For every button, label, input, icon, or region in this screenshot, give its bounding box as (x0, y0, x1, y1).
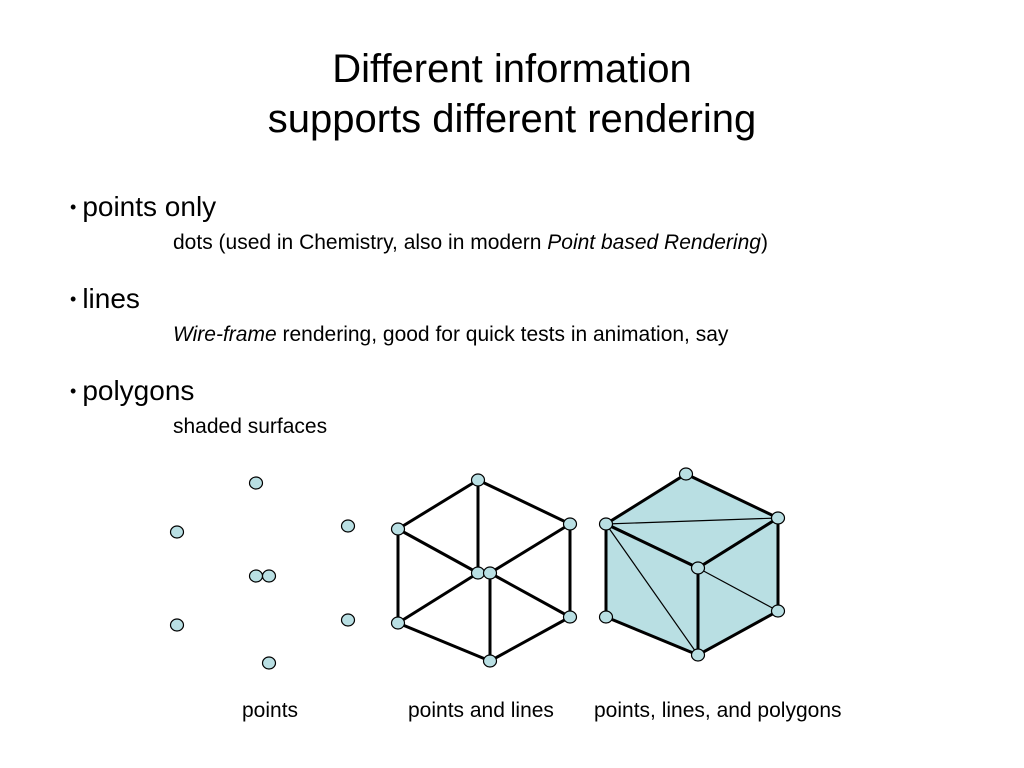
edge (397, 527, 479, 575)
bullet-marker: • (70, 381, 77, 401)
detail-italic: Point based Rendering (547, 231, 761, 254)
edge (397, 571, 479, 625)
edge (489, 615, 571, 663)
slide-title: Different information supports different… (0, 44, 1024, 144)
vertex-point (690, 561, 706, 575)
detail-text: rendering, good for quick tests in anima… (276, 323, 729, 346)
bullet-detail-lines: Wire-frame rendering, good for quick tes… (173, 322, 728, 348)
detail-text: shaded surfaces (173, 415, 328, 438)
vertex-point (678, 467, 694, 481)
detail-text: dots (used in Chemistry, also in modern (173, 231, 548, 254)
vertex-point (390, 616, 406, 630)
vertex-point (169, 525, 185, 539)
caption-points: points (242, 699, 299, 722)
triangle-diagonal (605, 523, 699, 656)
bullet-polygons: •polygons (70, 375, 194, 410)
triangle-diagonal (697, 567, 779, 612)
vertex-point (482, 566, 498, 580)
bullet-detail-polygons: shaded surfaces (173, 414, 327, 440)
vertex-point (598, 610, 614, 624)
vertex-point (470, 566, 486, 580)
caption-points-and-lines: points and lines (408, 699, 554, 722)
vertex-point (261, 656, 277, 670)
detail-text-end: ) (760, 231, 768, 254)
title-line-1: Different information (332, 47, 692, 91)
edge (489, 571, 571, 619)
vertex-point (248, 569, 264, 583)
vertex-point (340, 613, 356, 627)
caption-points-lines-polygons: points, lines, and polygons (594, 699, 842, 722)
bullet-heading: points only (82, 191, 217, 222)
triangle-diagonal (605, 517, 779, 525)
bullet-detail-points: dots (used in Chemistry, also in modern … (173, 230, 768, 256)
vertex-point (340, 519, 356, 533)
bullet-marker: • (70, 289, 77, 309)
vertex-point (248, 476, 264, 490)
wireframe-diagram (396, 478, 572, 663)
edge (397, 478, 479, 531)
points-only-diagram (169, 476, 356, 670)
bullet-heading: polygons (82, 375, 195, 406)
vertex-point (390, 522, 406, 536)
vertex-point (470, 473, 486, 487)
bullet-marker: • (70, 197, 77, 217)
edge (397, 621, 491, 663)
detail-italic: Wire-frame (173, 323, 277, 346)
bullet-heading: lines (82, 283, 140, 314)
edge (489, 522, 571, 575)
vertex-point (770, 511, 786, 525)
vertex-point (562, 610, 578, 624)
vertex-point (482, 654, 498, 668)
title-line-2: supports different rendering (267, 97, 757, 141)
bullet-points-only: •points only (70, 191, 216, 226)
vertex-point (169, 618, 185, 632)
vertex-point (690, 648, 706, 662)
vertex-point (562, 517, 578, 531)
vertex-point (770, 604, 786, 618)
vertex-point (598, 517, 614, 531)
vertex-point (261, 569, 277, 583)
bullet-lines: •lines (70, 283, 140, 318)
edge (477, 478, 571, 526)
